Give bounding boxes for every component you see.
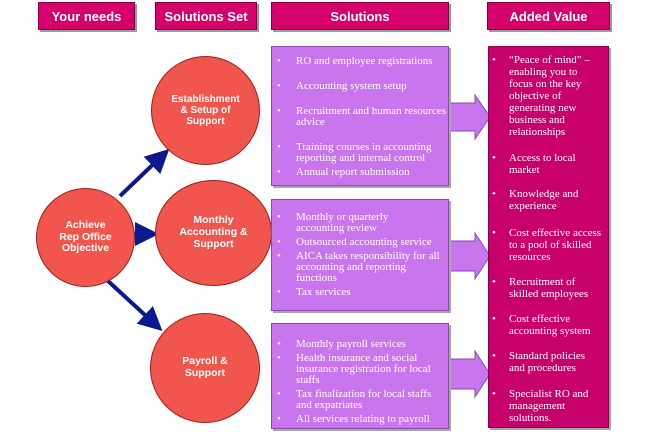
solution-set-establishment: Establishment & Setup of Support: [151, 56, 260, 165]
establishment-line-1: Establishment: [171, 93, 240, 105]
header-solutions: Solutions: [271, 2, 449, 30]
solution-item-text: Recruitment and human resources advice: [296, 105, 446, 128]
header-solutions-set-label: Solutions Set: [164, 8, 248, 24]
monthly-accounting-line-1: Monthly: [193, 214, 234, 227]
center-node-line-1: Achieve: [65, 218, 106, 231]
solution-set-monthly-accounting: Monthly Accounting & Support: [155, 180, 272, 286]
monthly-accounting-line-3: Support: [193, 237, 234, 250]
solution-item: Annual report submission: [272, 167, 448, 179]
block-arrow-3: [448, 349, 491, 399]
added-value-item: Knowledge and experience: [489, 188, 608, 212]
solution-item: Monthly or quarterly accounting review: [272, 212, 448, 234]
solutions-panel-monthly-accounting: Monthly or quarterly accounting review O…: [271, 199, 449, 311]
header-added-value-label: Added Value: [509, 8, 588, 24]
payroll-line-1: Payroll &: [182, 355, 228, 368]
solutions-panel-establishment: RO and employee registrations Accounting…: [271, 46, 449, 186]
added-value-item: Standard policies and procedures: [489, 350, 608, 374]
establishment-line-2: & Setup of: [180, 104, 231, 116]
solution-item: Training courses in accounting reporting…: [272, 142, 448, 164]
solution-item-text: Monthly or quarterly accounting review: [296, 211, 389, 234]
center-node-line-3: Objective: [61, 242, 110, 255]
center-node-line-2: Rep Office: [59, 230, 112, 243]
added-value-item: Recruitment of skilled employees: [489, 276, 608, 300]
solution-item-text: Tax finalization for local staffs and ex…: [296, 388, 432, 411]
solution-item: Health insurance and social insurance re…: [272, 353, 448, 386]
block-arrow-2: [448, 231, 491, 281]
solution-item-text: Health insurance and social insurance re…: [296, 352, 431, 386]
added-value-item: Access to local market: [489, 152, 608, 176]
establishment-line-3: Support: [186, 116, 225, 128]
solution-item-text: AICA takes responsibility for all accoun…: [296, 250, 440, 284]
header-solutions-label: Solutions: [330, 8, 390, 24]
added-value-item: Cost effective accounting system: [489, 313, 608, 337]
added-value-item: Specialist RO and management solutions.: [489, 388, 608, 424]
solution-item: Outsourced accounting service: [272, 237, 448, 249]
payroll-line-2: Support: [184, 367, 226, 379]
solution-item-text: Training courses in accounting reporting…: [296, 141, 432, 164]
header-added-value: Added Value: [487, 2, 610, 30]
arrow-to-payroll: [106, 279, 163, 332]
arrow-to-establishment: [118, 148, 170, 198]
monthly-accounting-line-2: Accounting &: [179, 226, 248, 239]
solution-set-payroll: Payroll & Support: [150, 313, 260, 423]
solution-item: RO and employee registrations: [272, 56, 448, 68]
added-value-panel: “Peace of mind” – enabling you to focus …: [488, 46, 609, 428]
added-value-item: Cost effective access to a pool of skill…: [489, 227, 608, 263]
header-solutions-set: Solutions Set: [155, 2, 257, 30]
solution-item: Tax services: [272, 287, 448, 299]
solution-item: AICA takes responsibility for all accoun…: [272, 251, 448, 284]
solution-item: All services relating to payroll: [272, 414, 448, 426]
added-value-item: “Peace of mind” – enabling you to focus …: [489, 54, 608, 138]
header-your-needs-label: Your needs: [51, 8, 122, 24]
solution-item: Accounting system setup: [272, 81, 448, 93]
header-your-needs: Your needs: [38, 2, 135, 30]
solutions-panel-payroll: Monthly payroll services Health insuranc…: [271, 323, 449, 429]
block-arrow-1: [448, 93, 491, 141]
solution-item: Tax finalization for local staffs and ex…: [272, 389, 448, 411]
solution-item: Monthly payroll services: [272, 339, 448, 351]
center-node-achieve-objective: Achieve Rep Office Objective: [36, 188, 135, 287]
solution-item: Recruitment and human resources advice: [272, 106, 448, 128]
